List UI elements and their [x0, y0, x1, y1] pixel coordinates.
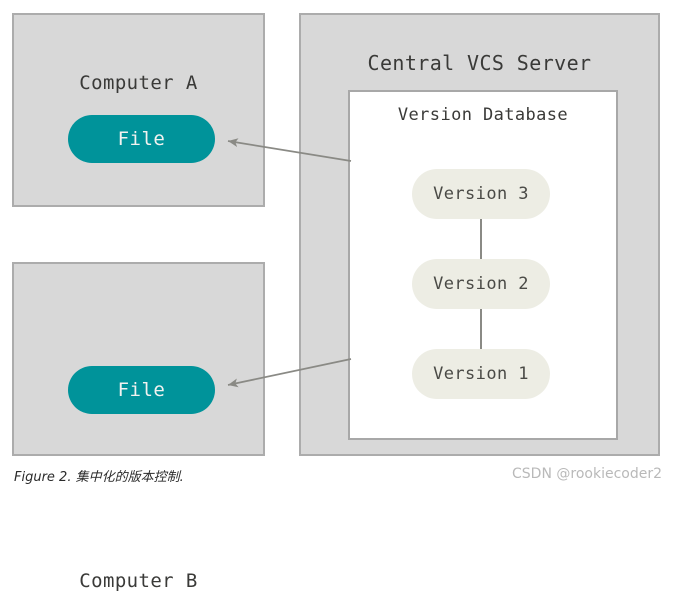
computer-b-title: Computer B: [79, 570, 198, 592]
version-pill-3: Version 3: [412, 169, 550, 219]
computer-a-title: Computer A: [79, 72, 198, 94]
version-pill-2: Version 2: [412, 259, 550, 309]
version-database-title: Version Database: [397, 105, 569, 125]
csdn-watermark: CSDN @rookiecoder2: [512, 466, 662, 482]
computer-b-box: Computer B: [12, 262, 265, 592]
diagram-canvas: Computer A File Computer B File Central …: [12, 13, 662, 592]
computer-a-file-pill: File: [68, 115, 215, 163]
computer-a-box: Computer A: [12, 13, 265, 207]
computer-b-file-pill: File: [68, 366, 215, 414]
version-pill-1: Version 1: [412, 349, 550, 399]
connector-version2-version1: [480, 309, 482, 349]
figure-caption: Figure 2. 集中化的版本控制.: [14, 470, 184, 485]
connector-version3-version2: [480, 219, 482, 259]
central-vcs-server-title: Central VCS Server: [367, 51, 592, 75]
